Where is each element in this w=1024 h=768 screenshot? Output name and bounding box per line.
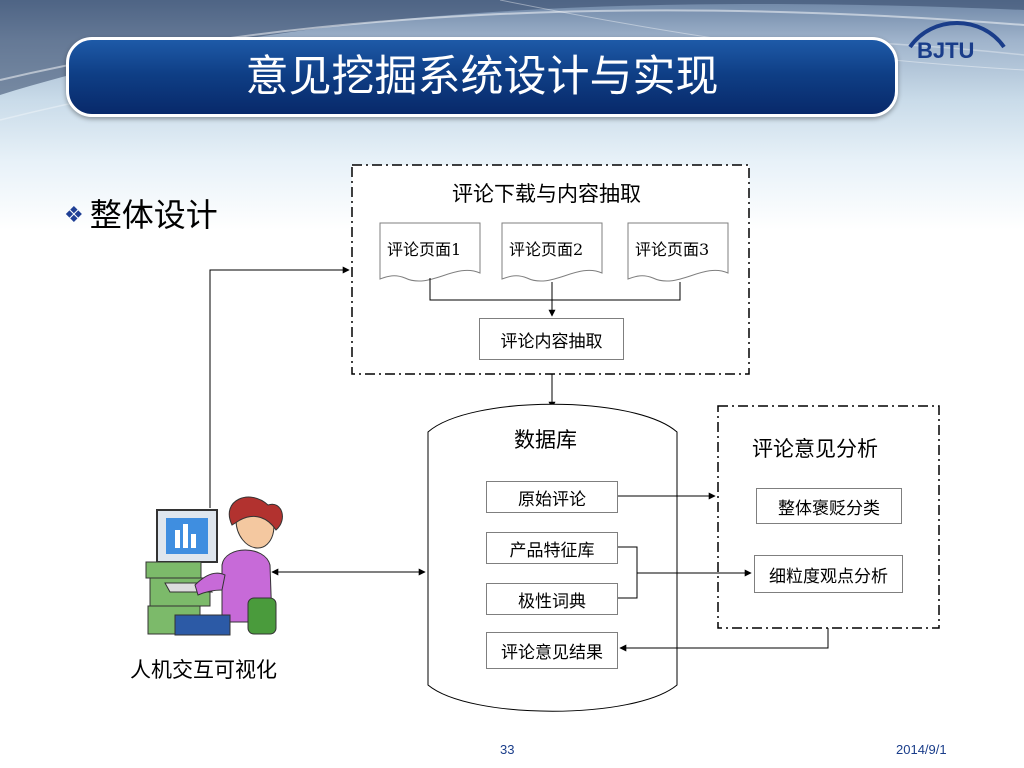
logo-arc-icon — [908, 21, 1006, 49]
db-item-raw-reviews: 原始评论 — [486, 481, 618, 513]
db-item-opinion-results: 评论意见结果 — [486, 632, 618, 669]
diamond-bullet-icon: ❖ — [64, 203, 84, 228]
bullet-text: 整体设计 — [89, 196, 218, 234]
doc-shape-page3 — [627, 222, 729, 282]
doc-shape-page1 — [379, 222, 481, 282]
review-page-1: 评论页面1 — [387, 240, 462, 259]
pages-bracket — [429, 278, 681, 301]
db-item-polarity-dict: 极性词典 — [486, 583, 618, 615]
overall-polarity-box: 整体褒贬分类 — [756, 488, 902, 524]
fine-grained-analysis-box: 细粒度观点分析 — [754, 555, 903, 593]
content-extract-box: 评论内容抽取 — [479, 318, 624, 360]
analysis-group-title: 评论意见分析 — [752, 437, 878, 461]
slide-title: 意见挖掘系统设计与实现 — [245, 52, 719, 102]
logo: BJTU — [917, 38, 975, 63]
doc-shape-page2 — [501, 222, 603, 282]
review-page-2: 评论页面2 — [509, 240, 584, 259]
title-bar — [66, 37, 898, 117]
user-label: 人机交互可视化 — [130, 658, 277, 682]
bullet-item: ❖整体设计 — [64, 190, 218, 236]
slide-date: 2014/9/1 — [896, 742, 947, 757]
arrow-analysis-to-result — [619, 628, 829, 652]
arrow-user-to-download — [209, 266, 350, 508]
review-page-3: 评论页面3 — [635, 240, 710, 259]
page-number: 33 — [500, 742, 515, 757]
user-at-computer-icon — [145, 496, 283, 636]
download-group-title: 评论下载与内容抽取 — [452, 182, 641, 206]
database-title: 数据库 — [514, 428, 577, 452]
db-item-feature-lib: 产品特征库 — [486, 532, 618, 564]
